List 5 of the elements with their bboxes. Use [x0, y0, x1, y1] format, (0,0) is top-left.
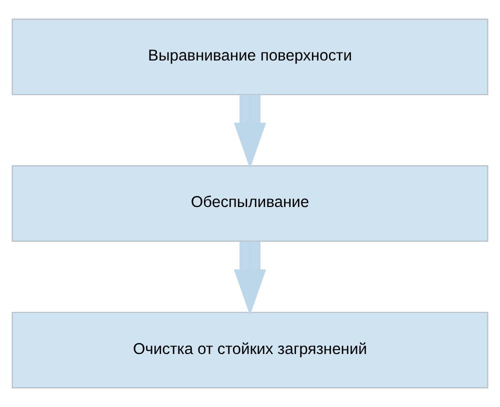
node-box: Выравнивание поверхности	[12, 18, 488, 96]
node-box: Очистка от стойких загрязнений	[12, 312, 488, 388]
node-box: Обеспыливание	[12, 165, 488, 242]
arrow	[234, 94, 266, 169]
arrow	[234, 241, 266, 316]
